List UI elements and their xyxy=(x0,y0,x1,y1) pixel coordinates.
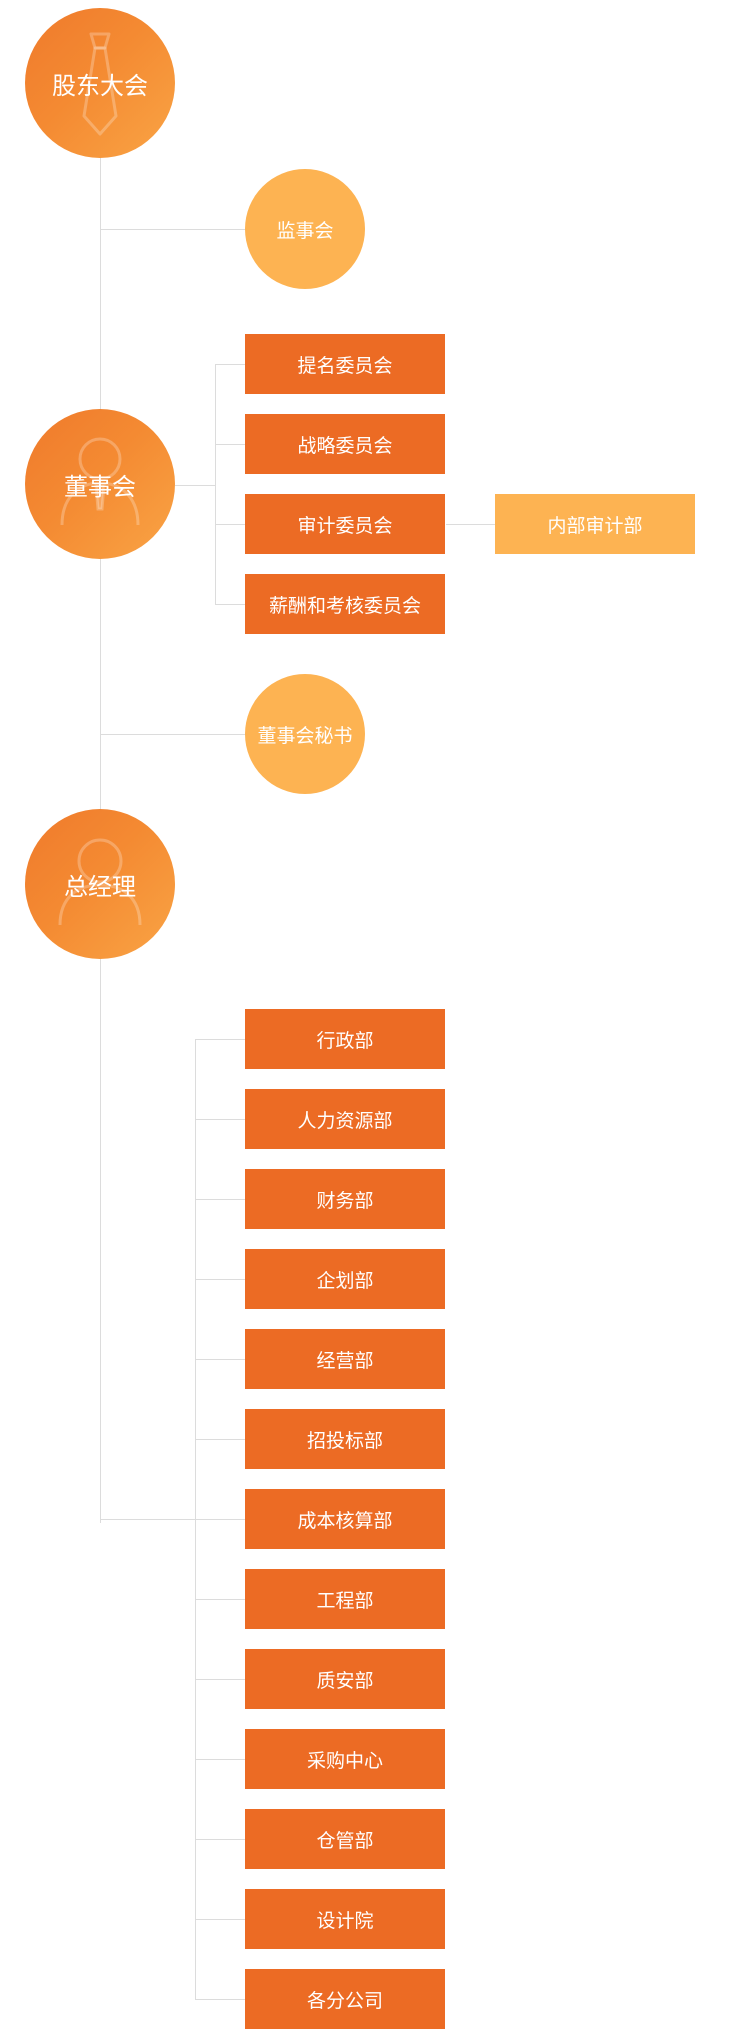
general-manager-label: 总经理 xyxy=(64,873,136,901)
shareholders-label: 股东大会 xyxy=(52,72,148,100)
general-manager-node: 总经理 xyxy=(25,809,175,959)
dept-administration: 行政部 xyxy=(245,1009,445,1069)
dept-stub-13 xyxy=(195,1999,246,2000)
committee-strategy: 战略委员会 xyxy=(245,414,445,474)
supervisors-label: 监事会 xyxy=(276,220,334,242)
committees-bracket xyxy=(215,364,216,605)
person-icon xyxy=(58,838,142,926)
dept-bidding: 招投标部 xyxy=(245,1409,445,1469)
dept-cost-accounting: 成本核算部 xyxy=(245,1489,445,1549)
manager-to-departments-connector xyxy=(100,1519,196,1520)
person-icon xyxy=(60,437,140,526)
dept-stub-9 xyxy=(195,1679,246,1680)
dept-stub-4 xyxy=(195,1279,246,1280)
dept-quality-safety: 质安部 xyxy=(245,1649,445,1709)
committee-audit: 审计委员会 xyxy=(245,494,445,554)
dept-human-resources: 人力资源部 xyxy=(245,1089,445,1149)
dept-branches: 各分公司 xyxy=(245,1969,445,2029)
supervisors-node: 监事会 xyxy=(245,169,365,289)
dept-warehouse: 仓管部 xyxy=(245,1809,445,1869)
shareholders-node: 股东大会 xyxy=(25,8,175,158)
dept-stub-3 xyxy=(195,1199,246,1200)
dept-stub-1 xyxy=(195,1039,246,1040)
tie-icon xyxy=(82,32,118,136)
board-to-committees-connector xyxy=(175,485,216,486)
dept-finance: 财务部 xyxy=(245,1169,445,1229)
board-secretary-label: 董事会秘书 xyxy=(257,725,353,747)
dept-stub-10 xyxy=(195,1759,246,1760)
internal-audit-node: 内部审计部 xyxy=(495,494,695,554)
dept-stub-8 xyxy=(195,1599,246,1600)
dept-planning: 企划部 xyxy=(245,1249,445,1309)
dept-operations: 经营部 xyxy=(245,1329,445,1389)
dept-procurement: 采购中心 xyxy=(245,1729,445,1789)
dept-engineering: 工程部 xyxy=(245,1569,445,1629)
audit-to-internal-audit-connector xyxy=(446,524,496,525)
dept-stub-5 xyxy=(195,1359,246,1360)
board-node: 董事会 xyxy=(25,409,175,559)
dept-stub-7 xyxy=(195,1519,246,1520)
dept-stub-12 xyxy=(195,1919,246,1920)
committee-stub-2 xyxy=(215,444,246,445)
committee-stub-1 xyxy=(215,364,246,365)
dept-stub-11 xyxy=(195,1839,246,1840)
committee-stub-3 xyxy=(215,524,246,525)
dept-design-institute: 设计院 xyxy=(245,1889,445,1949)
committee-stub-4 xyxy=(215,604,246,605)
board-secretary-node: 董事会秘书 xyxy=(245,674,365,794)
committee-compensation: 薪酬和考核委员会 xyxy=(245,574,445,634)
dept-stub-2 xyxy=(195,1119,246,1120)
committee-nomination: 提名委员会 xyxy=(245,334,445,394)
dept-stub-6 xyxy=(195,1439,246,1440)
supervisors-connector xyxy=(100,229,246,230)
secretary-connector xyxy=(100,734,246,735)
board-label: 董事会 xyxy=(64,473,136,501)
